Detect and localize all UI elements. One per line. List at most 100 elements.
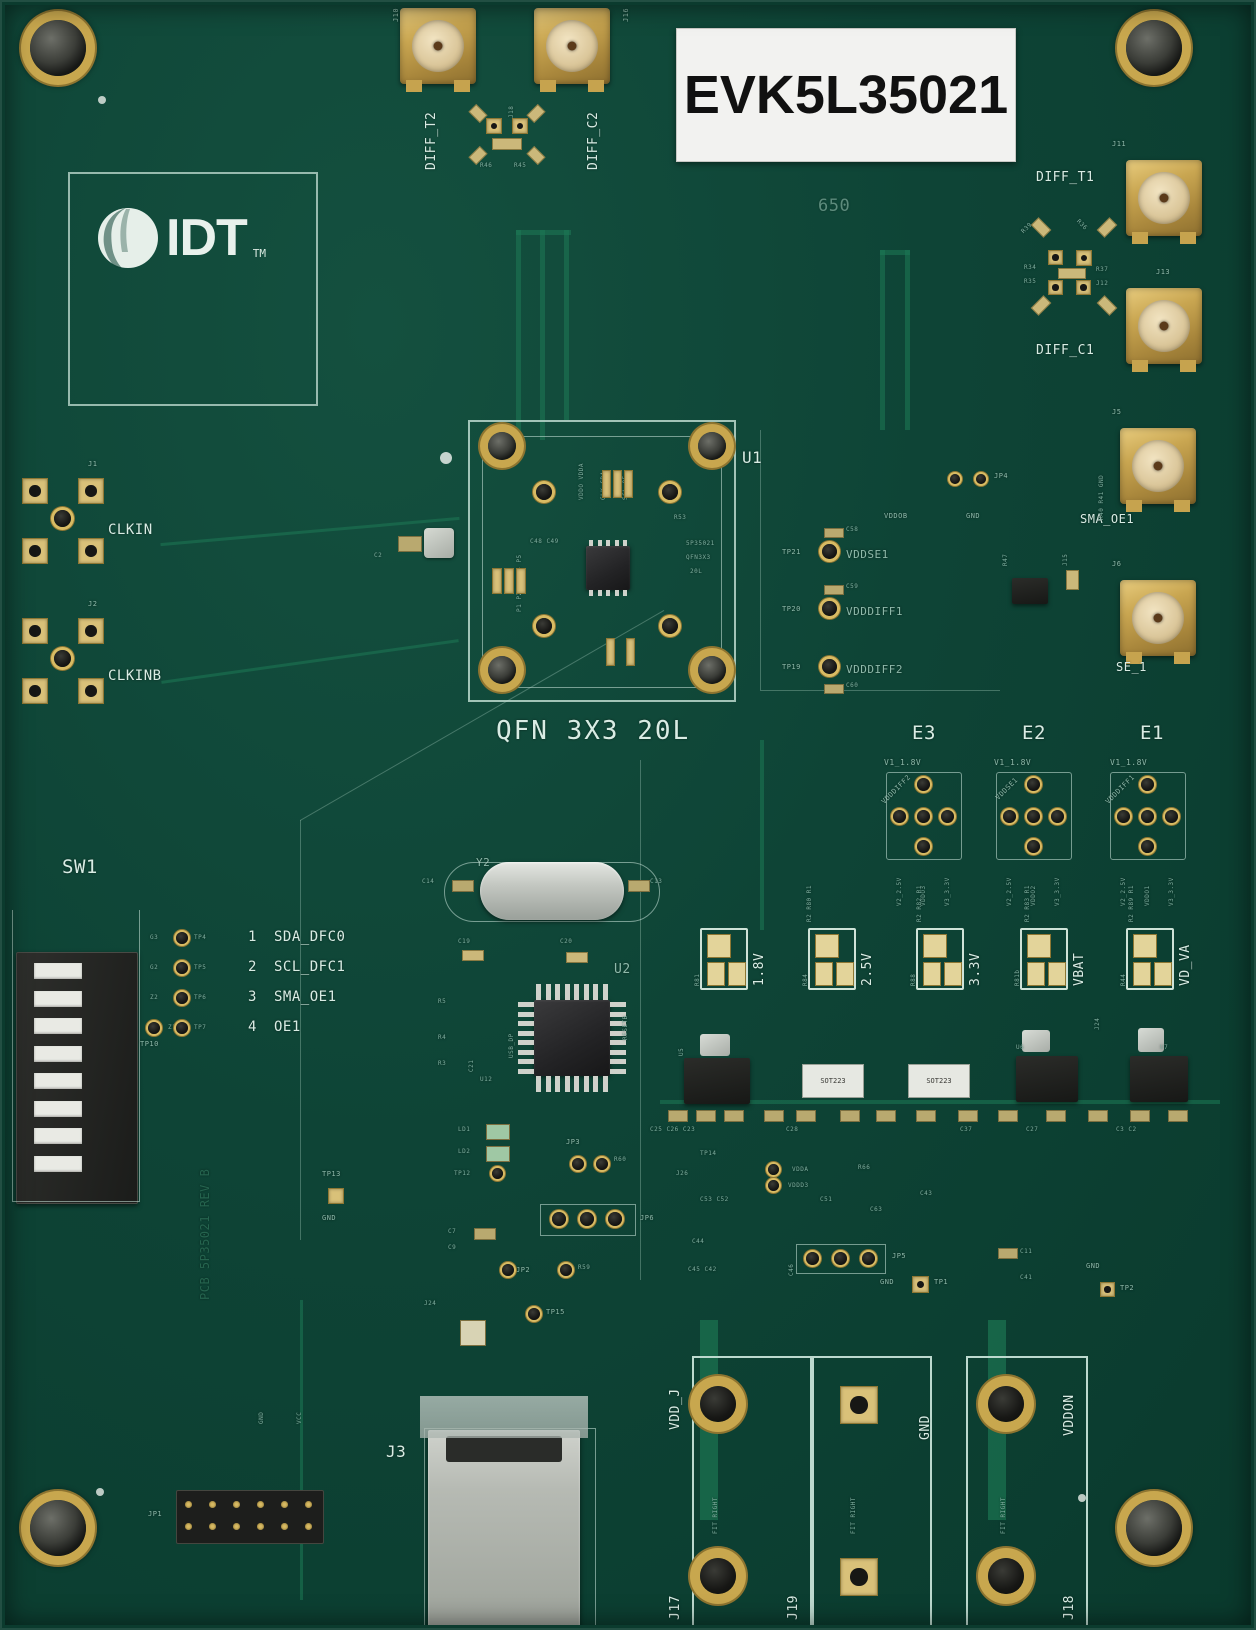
jp4-pad-2 (976, 474, 986, 484)
ref-u7: U7 (1160, 1044, 1169, 1051)
e2-pad-left (1003, 810, 1016, 823)
header-ref-jp4: JP4 (994, 472, 1009, 480)
capacitor-c2 (398, 536, 422, 552)
sma-connector-j11 (1126, 160, 1202, 244)
switch-signal: SCL_DFC1 (274, 959, 346, 975)
j2-center-via (54, 650, 71, 667)
connector-label-clkin: CLKIN (108, 522, 153, 538)
dip-switch-lever[interactable] (33, 1128, 82, 1144)
resistor (526, 103, 546, 124)
idt-logo: IDT TM (96, 206, 266, 270)
ref-c46: C46 (788, 1263, 795, 1276)
resistor (1030, 217, 1052, 238)
fiducial (96, 1488, 104, 1496)
dip-switch-lever[interactable] (33, 990, 82, 1007)
resistor (492, 138, 522, 150)
u2-pins-top (536, 984, 608, 1000)
trace (760, 740, 764, 930)
rail-indicator-vdva (1126, 928, 1174, 990)
switch-testpoint-via (176, 1022, 188, 1034)
product-label-text: EVK5L35021 (683, 65, 1009, 125)
dip-switch-lever[interactable] (33, 1100, 82, 1117)
module-pad (492, 568, 502, 594)
ref-net-column: R40 R41 GND (1098, 474, 1105, 520)
jumper-mid-e2: VDDO2 (1030, 885, 1037, 906)
switch-testpoint-via (176, 962, 188, 974)
ref-c11: C11 (1020, 1248, 1033, 1255)
u2-pins-left (518, 1002, 534, 1074)
dip-switch-lever[interactable] (33, 1018, 82, 1034)
cap-c7 (474, 1228, 496, 1240)
dip-switch-lever[interactable] (33, 1073, 82, 1089)
jumper-outline-e2 (996, 772, 1072, 860)
idt-trademark: TM (252, 247, 267, 260)
jumper-outline-e3 (886, 772, 962, 860)
testpoint-label-tp19: VDDDIFF2 (846, 663, 903, 676)
resistor (468, 103, 488, 124)
ref-tp14: TP14 (700, 1150, 717, 1157)
jp3-pad (596, 1158, 608, 1170)
ref-r-top: R46 (480, 162, 493, 169)
power-pad-via-j18-bot (988, 1558, 1024, 1594)
fiducial (1078, 1494, 1086, 1502)
switch-signal: SMA_OE1 (274, 989, 337, 1005)
testpoint-label-tp20: VDDDIFF1 (846, 605, 903, 618)
jp5-outline (796, 1244, 886, 1274)
testpoint-via-tp20 (822, 601, 837, 616)
dip-switch-sw1[interactable] (16, 952, 138, 1204)
via-tp12 (492, 1168, 503, 1179)
e1-pad-right (1165, 810, 1178, 823)
u1-module-outline (468, 420, 736, 702)
trace (516, 230, 521, 440)
header-jp1[interactable] (176, 1490, 324, 1544)
testpoint-ref-tp2: TP2 (1120, 1284, 1135, 1292)
ref-r-vert: R47 (1002, 553, 1009, 566)
e2-pad-top (1027, 778, 1040, 791)
idt-circle-mark (96, 206, 160, 270)
usb-connector-j3[interactable] (428, 1430, 580, 1630)
cap-ref-c59: C59 (846, 583, 859, 590)
dip-switch-lever[interactable] (33, 1155, 82, 1172)
ref-r60: R60 (614, 1156, 627, 1163)
capacitor (724, 1110, 744, 1122)
connector-ref-j1: J1 (88, 460, 98, 468)
switch-signal: OE1 (274, 1019, 301, 1035)
power-pad-via-j18-top (988, 1386, 1024, 1422)
silk-line (760, 690, 1000, 691)
idt-wordmark: IDT (166, 209, 248, 267)
e3-pad-top (917, 778, 930, 791)
sma-label-diff-c2: DIFF_C2 (586, 111, 601, 170)
switch-net: Z2 (150, 994, 159, 1001)
net-vdda: VDDA (792, 1166, 809, 1173)
jumper-left-e3: V2_2.5V (896, 877, 903, 906)
power-pad-label-j17: VDD_J (668, 1388, 683, 1430)
dip-switch-lever[interactable] (33, 1045, 82, 1062)
capacitor (1046, 1110, 1066, 1122)
cap-c58 (824, 528, 844, 538)
connector-label-clkinb: CLKINB (108, 668, 162, 684)
gnd-label-left: GND (880, 1278, 895, 1286)
capacitor (696, 1110, 716, 1122)
sma-ref-j5: J5 (1112, 408, 1122, 416)
ref-tp12: TP12 (454, 1170, 471, 1177)
ref-u12: U12 (480, 1076, 493, 1083)
module-pad (602, 470, 611, 498)
testpoint-via-tp21 (822, 544, 837, 559)
ref-j26: J26 (676, 1170, 689, 1177)
dip-switch-lever[interactable] (33, 963, 82, 979)
pad (1048, 250, 1063, 265)
capacitor (998, 1110, 1018, 1122)
ref-r63: R3 (438, 1060, 447, 1067)
sma-connector-j16 (534, 8, 610, 92)
usb-shield-tab (420, 1396, 588, 1438)
ic-u2-body (534, 1000, 610, 1076)
module-silk-right2: QFN3X3 (686, 554, 711, 561)
mounting-hole (1126, 20, 1182, 76)
jumper-right-e3: V3_3.3V (944, 877, 951, 906)
module-pad (613, 470, 622, 498)
resistor (566, 952, 588, 963)
ref-c20: C20 (560, 938, 573, 945)
testpoint-label-tp21: VDDSE1 (846, 548, 889, 561)
j2-pad-1 (22, 618, 48, 644)
